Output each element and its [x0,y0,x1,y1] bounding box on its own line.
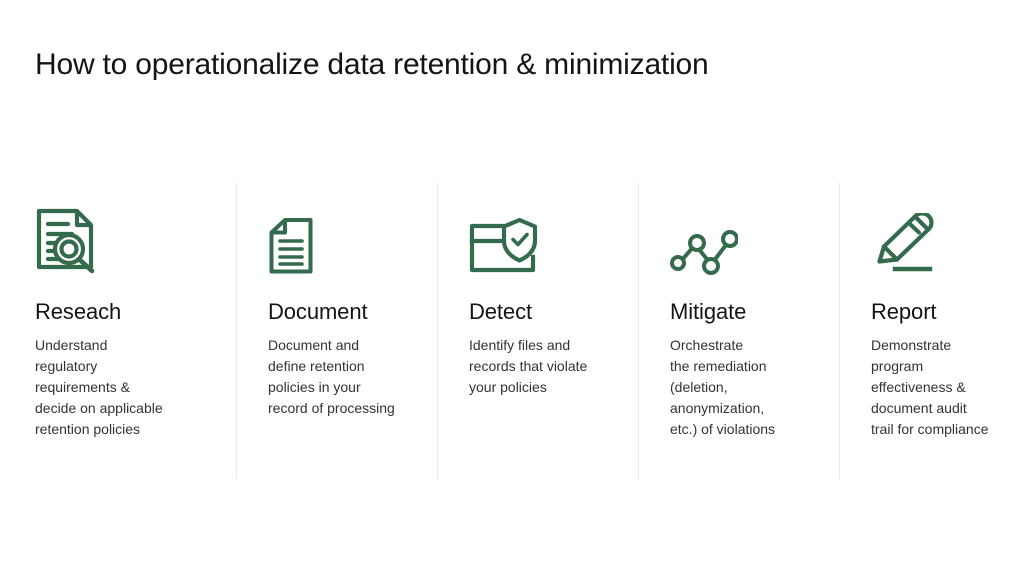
steps-row: Reseach Understand regulatory requiremen… [35,183,989,479]
step-heading: Report [871,299,937,324]
column-divider [236,183,237,479]
node-graph-icon [670,183,829,275]
step-body: Demonstrate program effectiveness & docu… [871,337,989,437]
step-body: Orchestrate the remediation (deletion, a… [670,337,776,437]
column-divider [839,183,840,479]
step-column-document: Document Document and define retention p… [236,183,437,479]
step-column-report: Report Demonstrate program effectiveness… [839,183,1024,479]
document-search-icon [35,183,226,275]
step-heading: Detect [469,299,532,324]
page-title: How to operationalize data retention & m… [35,48,709,81]
step-body: Document and define retention policies i… [268,337,395,416]
step-body: Identify files and records that violate … [469,337,588,395]
folder-shield-check-icon [469,183,628,275]
step-body: Understand regulatory requirements & dec… [35,337,163,437]
column-divider [437,183,438,479]
step-column-research: Reseach Understand regulatory requiremen… [35,183,236,479]
column-divider [638,183,639,479]
step-column-detect: Detect Identify files and records that v… [437,183,638,479]
step-heading: Document [268,299,368,324]
step-heading: Mitigate [670,299,747,324]
document-lines-icon [268,183,427,275]
step-heading: Reseach [35,299,122,324]
step-column-mitigate: Mitigate Orchestrate the remediation (de… [638,183,839,479]
pencil-icon [871,183,1024,275]
